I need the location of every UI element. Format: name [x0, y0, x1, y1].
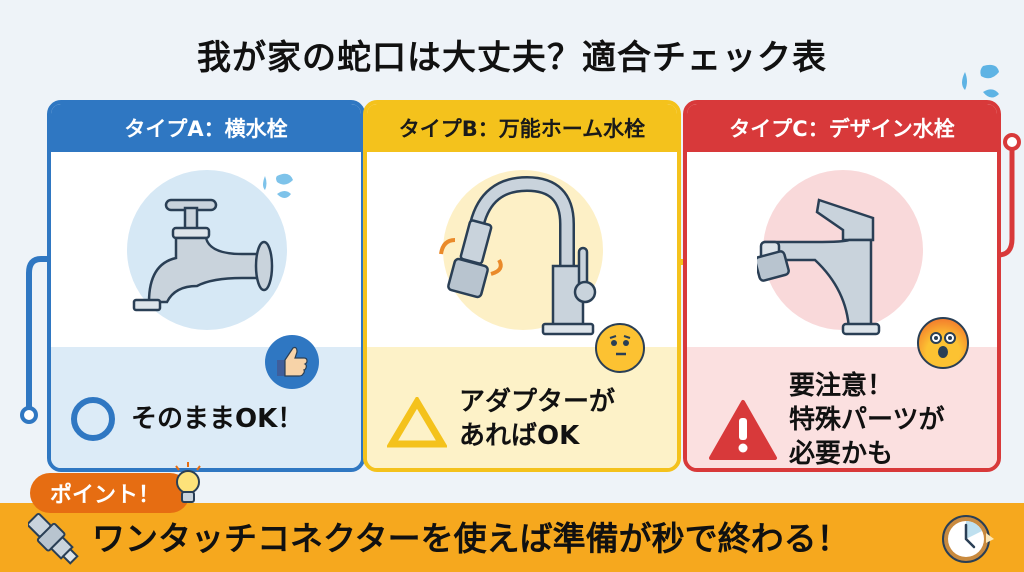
clock-icon [942, 515, 994, 563]
water-splash-icon [263, 173, 293, 198]
card-header: タイプB：万能ホーム水栓 [367, 104, 677, 152]
card-header: タイプC：デザイン水栓 [687, 104, 997, 152]
status-text-line-2: あればOK [459, 421, 580, 451]
page-title: 我が家の蛇口は大丈夫？適合チェック表 [197, 38, 827, 78]
faucet-illustration [51, 152, 361, 347]
status-text-line-1: 要注意！ [789, 371, 894, 401]
card-header: タイプA：横水栓 [51, 104, 361, 152]
point-label: ポイント！ [30, 473, 190, 513]
status-triangle-icon [387, 397, 447, 448]
lightbulb-icon [175, 462, 201, 503]
pipe-right [998, 133, 1021, 258]
faucet-illustration [687, 152, 997, 347]
status-text-line-2: 特殊パーツが [789, 405, 945, 435]
faucet-illustration [367, 152, 677, 347]
wall-faucet-icon [132, 198, 274, 312]
status-circle-icon [71, 397, 115, 441]
card-status-area: そのままOK！ [51, 335, 361, 468]
pipe-left [20, 256, 49, 424]
pull-out-faucet-icon [439, 175, 597, 336]
point-label-text: ポイント！ [50, 483, 161, 508]
card-type-a: タイプA：横水栓 そのままOK！ [47, 100, 365, 472]
status-text-line-1: アダプターが [459, 387, 616, 417]
card-status-area: 要注意！ 特殊パーツが 必要かも [687, 317, 997, 469]
warning-triangle-icon [709, 400, 777, 460]
thumbs-up-icon [265, 335, 319, 389]
single-lever-faucet-icon [757, 198, 881, 336]
status-text: そのままOK！ [131, 404, 304, 434]
connector-icon [28, 512, 79, 565]
shocked-face-icon [917, 317, 969, 369]
status-text-line-3: 必要かも [789, 439, 894, 469]
thinking-face-icon [595, 323, 645, 373]
tip-banner [0, 503, 1024, 572]
card-type-b: タイプB：万能ホーム水栓 [363, 100, 681, 472]
card-type-c: タイプC：デザイン水栓 要注意！ 特殊パー [683, 100, 1001, 472]
card-status-area: アダプターが あればOK [367, 323, 677, 468]
water-drops-icon [962, 64, 999, 98]
tip-banner-text: ワンタッチコネクターを使えば準備が秒で終わる！ [92, 519, 850, 558]
